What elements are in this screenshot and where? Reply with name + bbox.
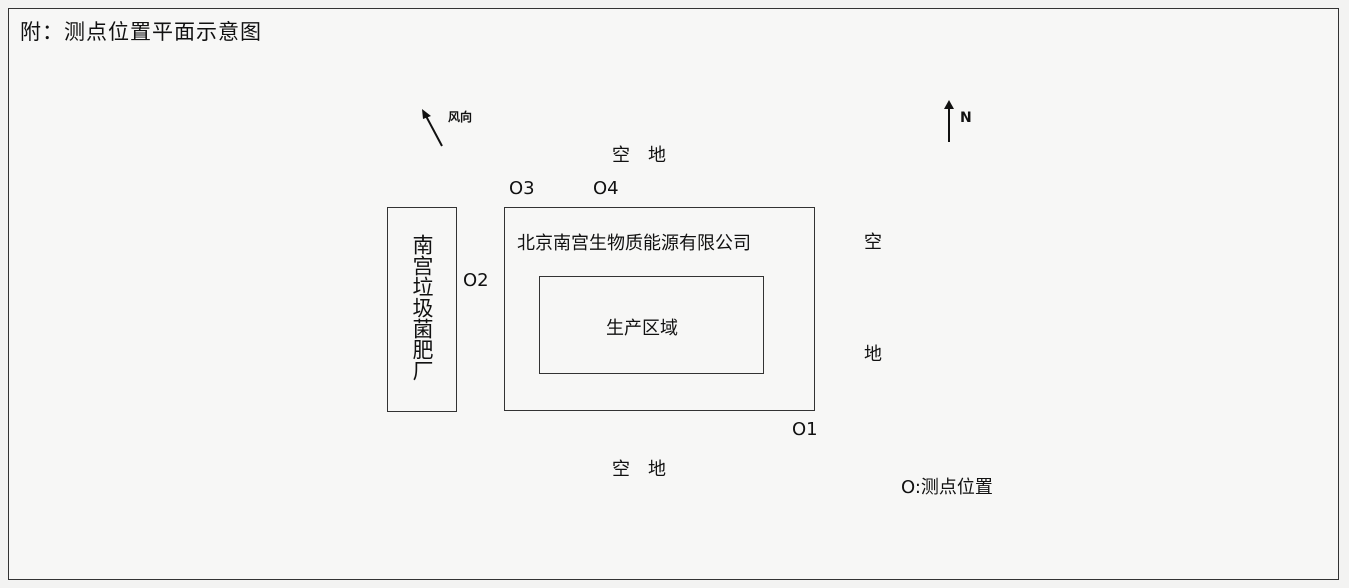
diagram-frame [8, 8, 1339, 580]
diagram-title: 附：测点位置平面示意图 [20, 20, 262, 44]
adjacent-plant-box: 南宫垃圾菌肥厂 [387, 207, 457, 412]
production-area-box: 生产区域 [539, 276, 764, 374]
legend-measurement-points: O:测点位置 [901, 477, 993, 498]
point-o2: O2 [463, 270, 489, 291]
point-o4: O4 [593, 178, 619, 199]
open-land-top: 空 地 [612, 145, 666, 166]
north-label: N [960, 110, 972, 126]
company-boundary: 北京南宫生物质能源有限公司 生产区域 [504, 207, 815, 411]
adjacent-plant-label: 南宫垃圾菌肥厂 [410, 234, 434, 381]
north-arrow-icon [944, 100, 954, 142]
wind-direction-label: 风向 [448, 110, 473, 124]
company-name: 北京南宫生物质能源有限公司 [517, 233, 751, 254]
open-land-right-top: 空 [864, 232, 882, 253]
open-land-right-bottom: 地 [864, 344, 882, 365]
production-area-label: 生产区域 [606, 318, 678, 339]
point-o1: O1 [792, 419, 818, 440]
open-land-bottom: 空 地 [612, 459, 666, 480]
wind-direction-icon [422, 109, 443, 147]
point-o3: O3 [509, 178, 535, 199]
